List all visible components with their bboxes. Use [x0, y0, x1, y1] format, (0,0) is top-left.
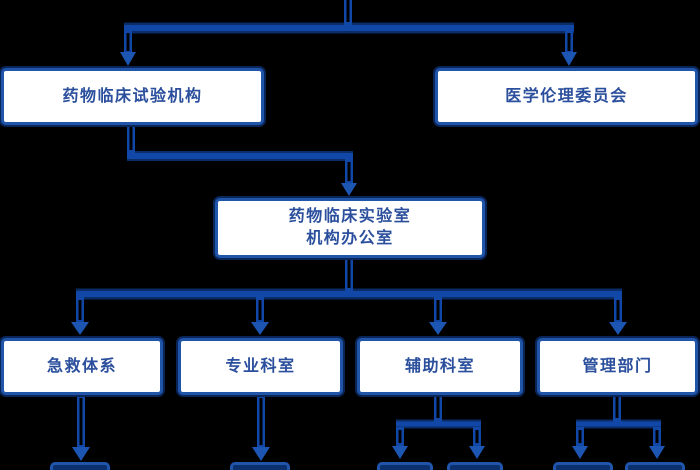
node-auxiliary-departments: 辅助科室 — [357, 338, 523, 395]
node-label: 急救体系 — [46, 357, 117, 375]
node-label: 专业科室 — [225, 357, 296, 375]
node-child-stub-auxiliary-right — [447, 462, 503, 470]
node-child-stub-management-left — [553, 462, 613, 470]
node-clinical-trial-institution: 药物临床试验机构 — [1, 68, 264, 125]
node-specialty-departments: 专业科室 — [178, 338, 343, 395]
node-emergency-system: 急救体系 — [1, 338, 163, 395]
node-label: 辅助科室 — [404, 357, 475, 375]
node-label-line-1: 药物临床实验室 — [288, 208, 412, 226]
arrowhead-icons — [71, 52, 665, 461]
node-child-stub-auxiliary-left — [377, 462, 433, 470]
node-label: 管理部门 — [582, 357, 653, 375]
node-child-stub-emergency — [50, 462, 110, 470]
node-child-stub-management-right — [625, 462, 685, 470]
node-medical-ethics-committee: 医学伦理委员会 — [435, 68, 698, 125]
node-label: 药物临床试验机构 — [62, 87, 203, 105]
node-label-line-2: 机构办公室 — [306, 230, 394, 247]
node-label: 医学伦理委员会 — [505, 87, 628, 105]
vertical-line-gaps — [78, 0, 659, 445]
node-child-stub-specialty — [230, 462, 290, 470]
node-management-departments: 管理部门 — [537, 338, 698, 395]
node-label: 药物临床实验室 机构办公室 — [289, 206, 412, 249]
node-institution-office: 药物临床实验室 机构办公室 — [215, 198, 485, 258]
horizontal-bars — [76, 22, 661, 429]
